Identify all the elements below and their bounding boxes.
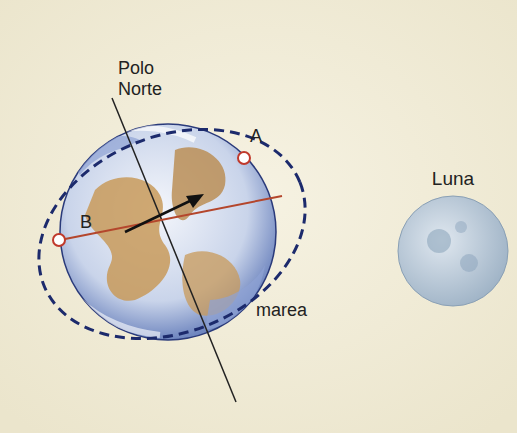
arrow-head — [186, 194, 204, 208]
moon-disc — [396, 194, 510, 308]
moon: Luna — [394, 168, 512, 308]
point-b-marker — [53, 234, 65, 246]
rotation-axis — [112, 98, 236, 402]
pole-label: Polo Norte — [118, 58, 180, 99]
arrow-shaft — [125, 200, 192, 232]
tide-ellipse — [7, 91, 336, 376]
point-label: A — [250, 126, 280, 147]
point-label: B — [80, 212, 110, 233]
moon-label: Luna — [394, 168, 512, 190]
tide-label: marea — [256, 300, 326, 321]
moon-direction-line — [60, 196, 282, 240]
point-a-marker — [238, 152, 250, 164]
